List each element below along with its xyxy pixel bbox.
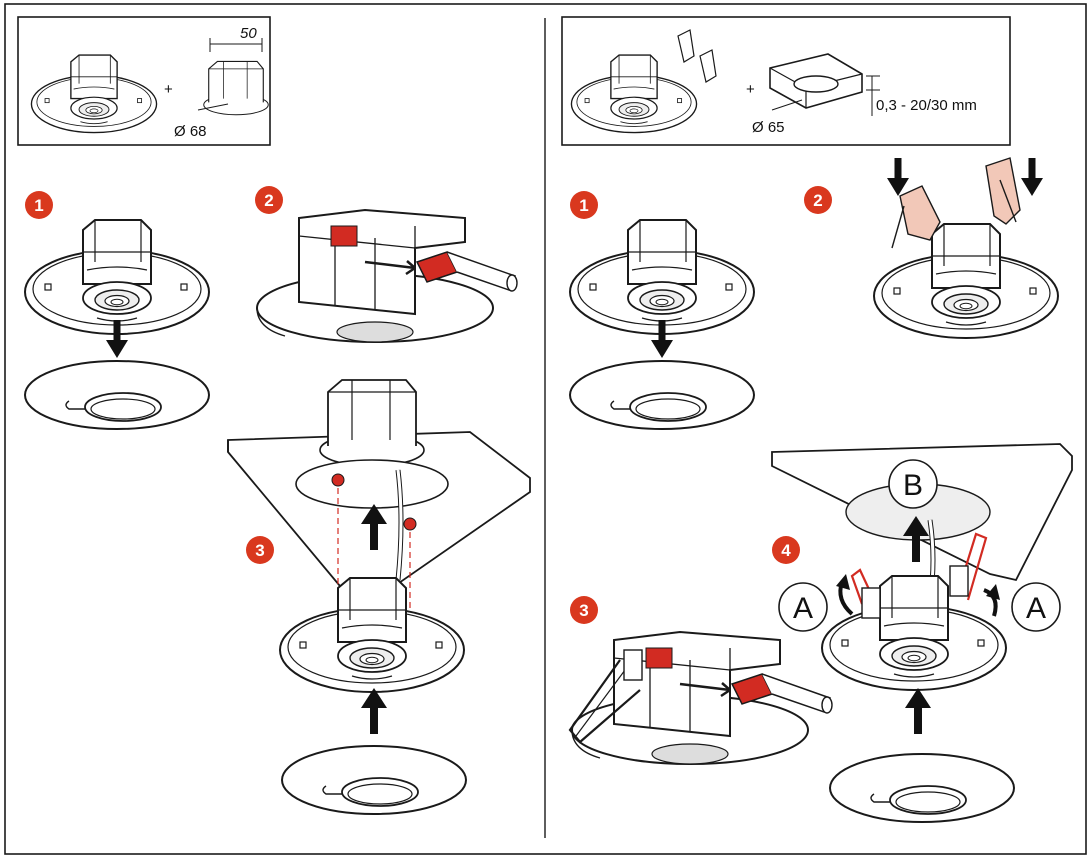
label-a-left-circle [778, 582, 828, 632]
label-a-right-circle [1011, 582, 1061, 632]
left-panel: + 50 Ø 68 1 2 3 [17, 16, 531, 815]
clip-thumbnail [699, 49, 717, 83]
plus-sign: + [746, 81, 755, 98]
right-step-3: 3 [568, 596, 834, 766]
step-badge [772, 536, 800, 564]
clip-thumbnail [677, 29, 695, 63]
mounting-box [319, 379, 425, 467]
step-badge [570, 191, 598, 219]
box-depth-dimension: 50 [240, 25, 257, 42]
step-number: 3 [579, 601, 588, 620]
connector-detail [255, 208, 519, 344]
left-step-3: 3 [227, 379, 531, 815]
screw [331, 473, 345, 487]
spring-clip [623, 649, 643, 681]
step-number: 2 [813, 191, 822, 210]
label-a-left: A [793, 592, 813, 625]
left-inset: + 50 Ø 68 [17, 16, 271, 146]
label-a-right: A [1026, 592, 1046, 625]
right-step-2: 2 [804, 157, 1059, 339]
step-badge [255, 186, 283, 214]
right-panel: + 0,3 - 20/30 mm Ø 65 1 2 [561, 16, 1073, 823]
step-badge [804, 186, 832, 214]
step-number: 3 [255, 541, 264, 560]
left-step-2: 2 [255, 186, 519, 344]
label-b: B [903, 469, 923, 502]
spring-clip [899, 185, 941, 241]
screw [403, 517, 417, 531]
spring-clip [956, 532, 988, 601]
spring-clip [985, 157, 1021, 225]
step-badge [570, 596, 598, 624]
plus-sign: + [164, 81, 173, 98]
left-step-1: 1 [24, 191, 210, 430]
right-step-1: 1 [569, 191, 755, 430]
right-step-4: 4 B A A [771, 443, 1073, 823]
label-b-circle [888, 459, 938, 509]
plate-thickness-label: 0,3 - 20/30 mm [876, 97, 977, 114]
step-number: 1 [34, 196, 43, 215]
connector-detail [570, 630, 834, 766]
step-number: 2 [264, 191, 273, 210]
right-inset: + 0,3 - 20/30 mm Ø 65 [561, 16, 1011, 146]
step-badge [246, 536, 274, 564]
step-badge [25, 191, 53, 219]
plate-diameter-label: Ø 65 [752, 119, 785, 136]
outer-frame [4, 3, 1087, 855]
box-diameter-label: Ø 68 [174, 123, 207, 140]
step-number: 4 [781, 541, 791, 560]
step-number: 1 [579, 196, 588, 215]
